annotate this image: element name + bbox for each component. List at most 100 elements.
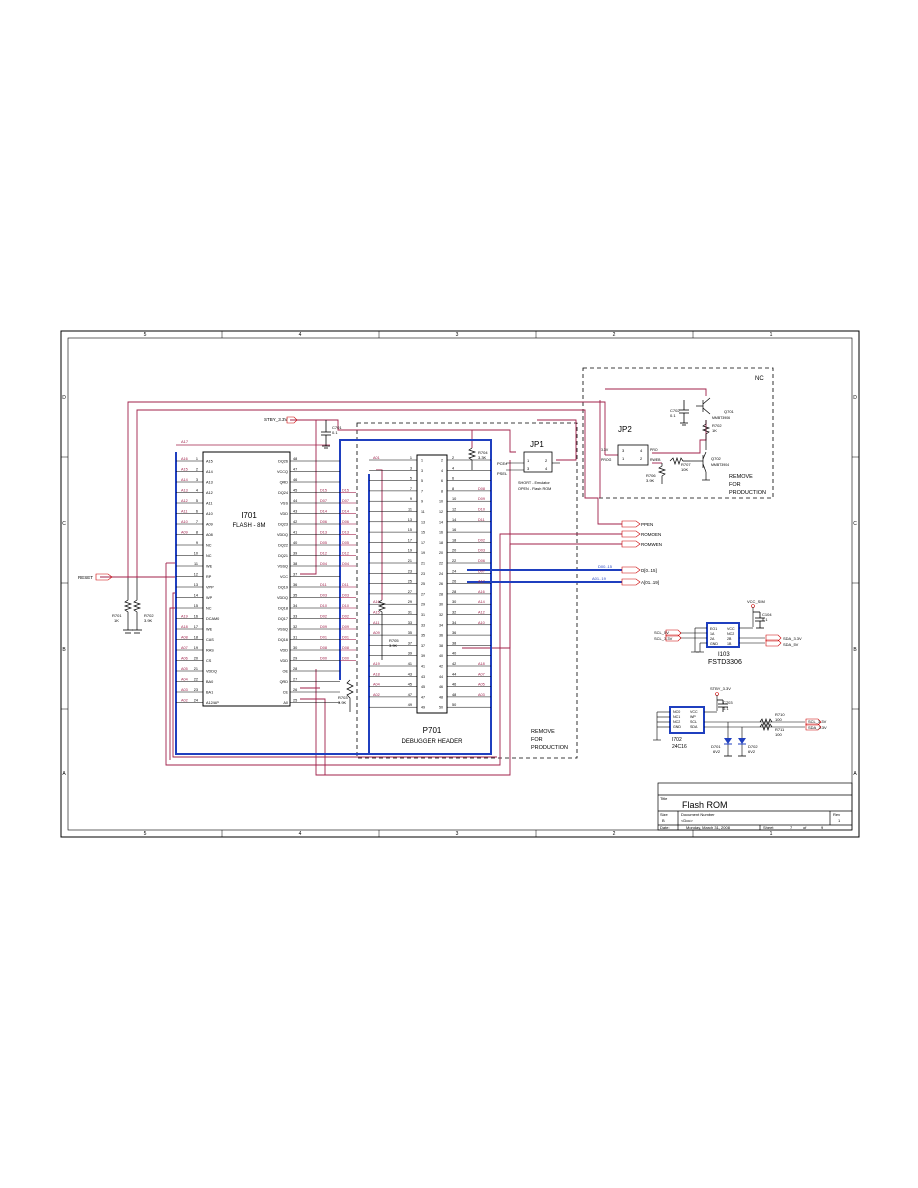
header-inner-number: 38: [439, 644, 443, 648]
flash-pin-name: VDD: [280, 512, 288, 516]
flash-pin-number: 31: [293, 636, 297, 640]
jp1-note: OPEN - Flash ROM: [518, 487, 551, 491]
abus-wire-text: A01..19: [592, 576, 607, 581]
row-label: B: [853, 647, 857, 653]
r702-resistor: R702 3.9K: [132, 578, 154, 634]
flash-pin-name: VDDQ: [277, 533, 288, 537]
header-pin-number: 20: [452, 549, 456, 553]
r701-val: 1K: [114, 618, 119, 623]
flash-pins: 1A15A162A14A153A13A144A12A135A11A126A10A…: [176, 457, 340, 705]
jp1-pin: 1: [527, 458, 530, 463]
flash-right-net: D06: [320, 520, 327, 524]
q702-ref: Q702: [711, 456, 722, 461]
eeprom-pin: NC2: [673, 720, 680, 724]
header-pin-number: 37: [408, 641, 412, 645]
nc-dashed-box: [582, 367, 774, 499]
header-pin-number: 14: [452, 518, 456, 522]
d701-val: 6V2: [713, 749, 721, 754]
header-pin-number: 11: [408, 508, 412, 512]
flash-pin-number: 9: [196, 541, 198, 545]
r710-ref: R710: [775, 712, 785, 717]
jp1-pin: 4: [545, 466, 548, 471]
flash-pin-number: 44: [293, 499, 297, 503]
r711-val: 100: [775, 732, 782, 737]
fstd-wires: [680, 627, 765, 653]
flash-pin-number: 4: [196, 489, 198, 493]
flash-pin-number: 23: [194, 688, 198, 692]
flash-pin-number: 21: [194, 667, 198, 671]
header-pin-number: 44: [452, 672, 456, 676]
sheet-value: 7: [790, 825, 793, 830]
header-remove-note: REMOVE FOR PRODUCTION: [531, 729, 568, 751]
header-inner-number: 11: [421, 510, 425, 514]
header-pin-number: 34: [452, 621, 456, 625]
flash-pin-name: BA1: [206, 691, 213, 695]
header-pin-number: 17: [408, 538, 412, 542]
fstd-out-net: SDA_3.3V: [783, 636, 802, 641]
col-label: 3: [456, 332, 459, 338]
header-pin-number: 6: [452, 477, 454, 481]
header-pin-number: 5: [410, 477, 412, 481]
flash-pin-number: 2: [196, 468, 198, 472]
r703-val: 3.9K: [338, 700, 347, 705]
remove-note-line: PRODUCTION: [729, 490, 766, 496]
header-pin-number: 26: [452, 580, 456, 584]
header-pin-number: 35: [408, 631, 412, 635]
flash-pin-name: NC: [206, 607, 212, 611]
fstd-vcc-net: VCC_SIM: [747, 599, 765, 604]
flash-pin-name: OE: [283, 670, 289, 674]
flash-bus-net: D01: [342, 636, 349, 640]
header-body: [416, 454, 448, 714]
c702-ref: C702: [670, 408, 680, 413]
header-inner-number: 42: [439, 665, 443, 669]
flash-pin-number: 29: [293, 657, 297, 661]
header-right-net: D03: [478, 549, 485, 553]
header-left-net: A16: [373, 600, 380, 604]
flash-right-net: D00: [320, 657, 327, 661]
row-label: A: [853, 771, 857, 777]
flash-pin-name: RP: [206, 575, 212, 579]
flash-right-net: D03: [320, 594, 327, 598]
r704-resistor: R704 3.3K: [467, 447, 488, 470]
sheet-border: [60, 330, 860, 838]
jp1-ref: JP1: [530, 440, 544, 449]
remove-note-line: REMOVE: [531, 729, 555, 735]
r711-resistor: R711 100: [759, 722, 785, 737]
flash-pin-name: CAS: [206, 638, 214, 642]
control-wires: [100, 388, 707, 776]
flash-pin-name: DQ16: [278, 638, 288, 642]
flash-left-net: A10: [181, 520, 188, 524]
flash-pin-number: 48: [293, 457, 297, 461]
flash-pin-number: 15: [194, 604, 198, 608]
flash-pin-number: 26: [293, 688, 297, 692]
eeprom-out-net: SDA_3.3V: [808, 725, 827, 730]
header-inner-number: 28: [439, 592, 443, 596]
header-right-net: A12: [478, 611, 485, 615]
col-label: 2: [613, 332, 616, 338]
row-label: C: [853, 521, 857, 527]
header-inner-number: 19: [421, 551, 425, 555]
docnum-value: <Doc>: [681, 818, 693, 823]
r705-val: 3.9K: [389, 643, 398, 648]
header-inner-number: 2: [441, 459, 443, 463]
ppen-port: PPEN: [621, 520, 653, 528]
r706-val: 3.9K: [646, 478, 655, 483]
flash-pin-number: 38: [293, 562, 297, 566]
flash-bus-net: D00: [342, 657, 349, 661]
fstd-input-ports: SCL_5V SCL_3.3V: [654, 629, 682, 642]
header-pin-number: 1: [410, 456, 412, 460]
flash-pin-number: 8: [196, 531, 198, 535]
flash-bus-net: D14: [342, 510, 349, 514]
flash-right-net: D13: [320, 531, 327, 535]
r703-ref: R703: [338, 695, 348, 700]
header-inner-number: 22: [439, 562, 443, 566]
remove-note-line: FOR: [729, 482, 741, 488]
header-inner-number: 35: [421, 634, 425, 638]
nc-label: NC: [755, 376, 764, 382]
d702-val: 6V2: [748, 749, 756, 754]
r701-resistor: R701 1K: [112, 578, 133, 634]
flash-right-net: D14: [320, 510, 327, 514]
flash-left-net: A08: [181, 636, 188, 640]
flash-left-net: A02: [181, 699, 188, 703]
bus-lines: [175, 439, 622, 755]
